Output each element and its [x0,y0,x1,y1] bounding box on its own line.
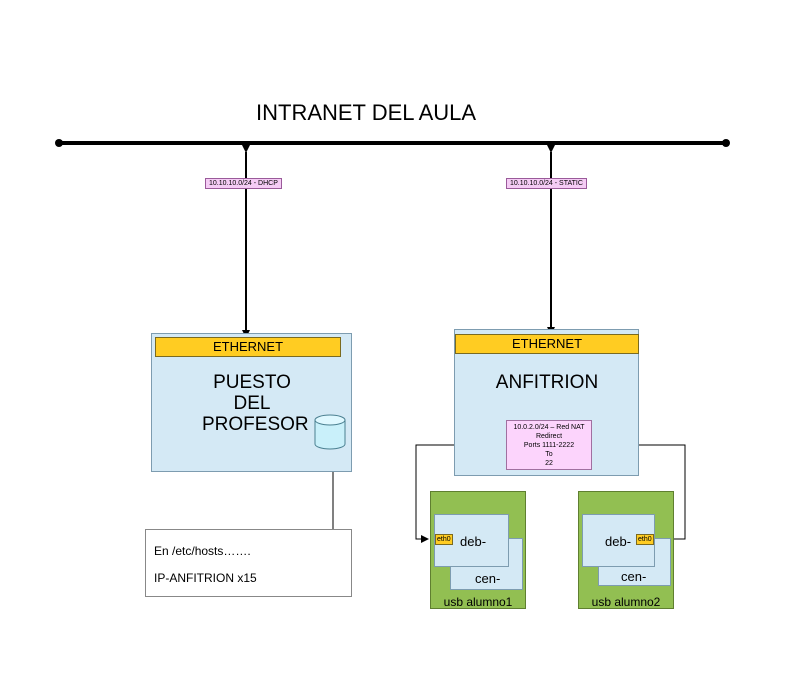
profesor-ethernet-bar: ETHERNET [155,337,341,357]
usb-alumno1-label: usb alumno1 [443,595,513,609]
hosts-note-box: En /etc/hosts……. IP-ANFITRION x15 [145,529,352,597]
anfitrion-ethernet-bar: ETHERNET [455,334,639,354]
profesor-network-label: 10.10.10.0/24 - DHCP [205,178,282,189]
vm-front-label: deb- [460,534,487,549]
usb-alumno2-label: usb alumno2 [591,595,661,609]
bus-endpoint-left [55,139,63,147]
hosts-note-line: En /etc/hosts……. [154,544,251,558]
usb-alumno1-box: cen- deb- eth0 usb alumno1 [430,491,526,609]
profesor-host-box: ETHERNET PUESTO DEL PROFESOR [151,333,352,472]
nat-line: 10.0.2.0/24 – Red NAT [513,424,585,431]
anfitrion-name: ANFITRION [495,372,599,393]
nat-redirect-box: 10.0.2.0/24 – Red NAT Redirect Ports 111… [506,420,592,470]
profesor-name: PUESTO DEL PROFESOR [202,372,309,435]
diagram-title: INTRANET DEL AULA [256,100,477,125]
bus-endpoint-right [722,139,730,147]
anfitrion-network-label: 10.10.10.0/24 - STATIC [506,178,587,189]
nat-line: 22 [545,460,553,467]
vm-front-label: deb- [605,534,632,549]
eth0-port: eth0 [636,534,654,545]
profesor-name-line: PUESTO [213,372,291,393]
vm-back-label: cen- [475,571,501,586]
profesor-name-line: PROFESOR [202,414,309,435]
hosts-note-line: IP-ANFITRION x15 [154,571,257,585]
usb-alumno2-box: cen- deb- eth0 usb alumno2 [578,491,674,609]
vm-back-label: cen- [621,569,647,584]
eth0-port: eth0 [435,534,453,545]
nat-line: Ports 1111-2222 [523,442,575,449]
profesor-name-line: DEL [233,393,271,414]
anfitrion-host-box: ETHERNET ANFITRION 10.0.2.0/24 – Red NAT… [454,329,639,476]
nat-line: Redirect [535,433,563,440]
database-cylinder-icon [314,414,346,450]
nat-line: To [545,451,553,458]
